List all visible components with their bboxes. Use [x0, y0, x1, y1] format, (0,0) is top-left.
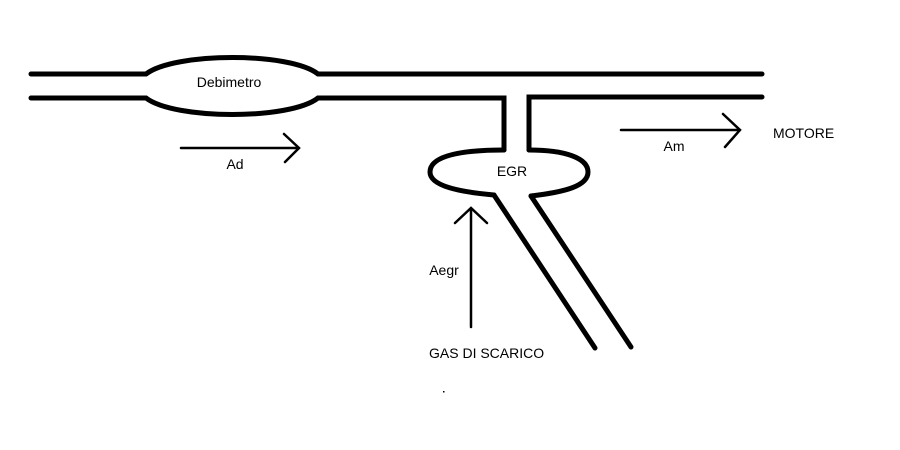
flow-meter-label: Debimetro: [197, 74, 262, 90]
exhaust-label: GAS DI SCARICO: [429, 345, 544, 361]
intake-pipe-bottom-wall-middle: [315, 95, 507, 153]
engine-air-arrow-icon: [619, 112, 742, 149]
flow-meter-top-arc: [143, 55, 321, 77]
egr-valve: EGR: [427, 147, 591, 199]
egr-flow-label: Aegr: [429, 262, 459, 278]
egr-valve-top-left-arc: [427, 147, 507, 198]
engine-label: MOTORE: [773, 125, 834, 141]
egr-flow-arrow: Aegr: [429, 206, 489, 329]
flow-meter: Debimetro: [143, 55, 321, 117]
intake-pipe-bottom-wall-right: [526, 94, 765, 153]
egr-flow-arrow-icon: [453, 206, 489, 329]
intake-air-arrow-icon: [179, 132, 301, 164]
engine-air-label: Am: [664, 138, 685, 154]
egr-valve-top-right-arc: [526, 147, 591, 199]
exhaust-pipe: [491, 192, 634, 351]
exhaust-pipe-left-wall: [491, 192, 598, 351]
egr-valve-label: EGR: [497, 163, 527, 179]
flow-meter-bottom-arc: [143, 95, 321, 117]
intake-pipe: [28, 71, 765, 153]
intake-air-arrow: Ad: [179, 132, 301, 172]
exhaust-pipe-right-wall: [528, 193, 634, 350]
artifact-dot: [443, 391, 445, 393]
engine-air-arrow: Am: [619, 112, 742, 154]
intake-air-label: Ad: [226, 156, 243, 172]
